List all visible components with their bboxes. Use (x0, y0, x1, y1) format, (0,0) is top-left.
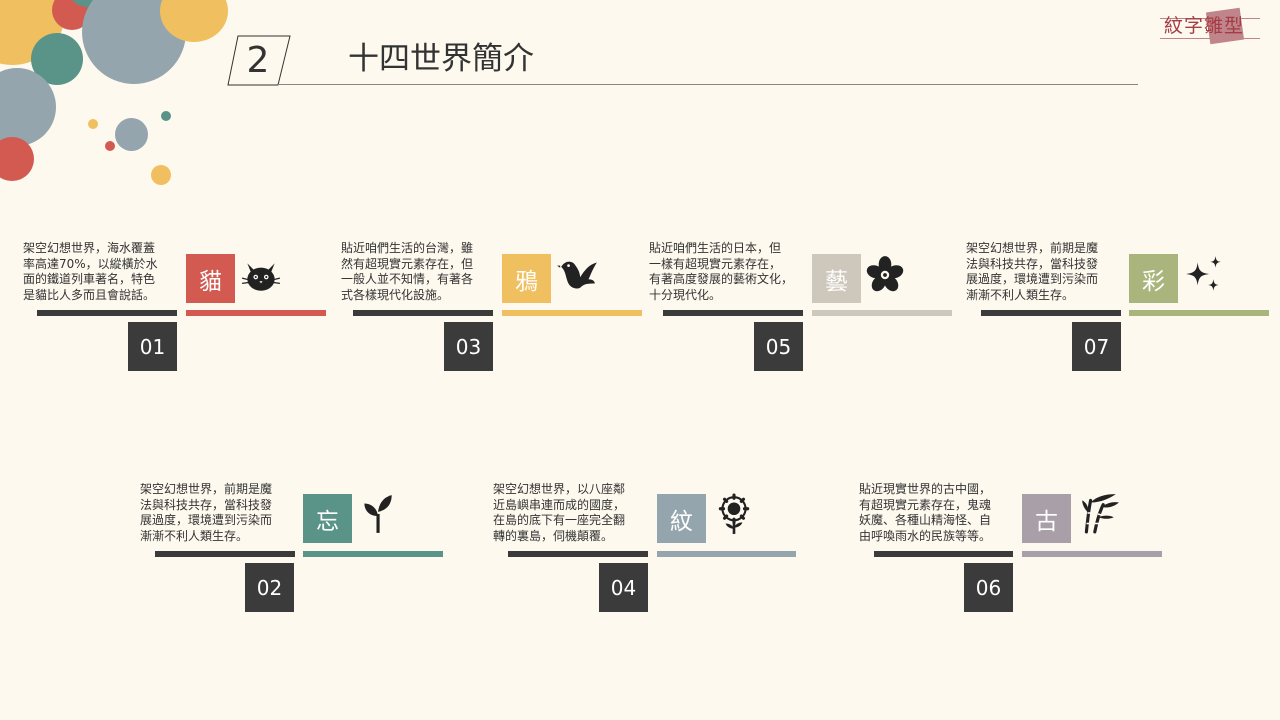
page-title: 十四世界簡介 (348, 41, 534, 77)
section-number-frame (227, 35, 291, 86)
world-char-tile: 鴉 (502, 254, 551, 303)
dark-bar (874, 551, 1013, 557)
dark-bar (353, 310, 493, 316)
world-char-tile: 紋 (657, 494, 706, 543)
dark-bar (155, 551, 295, 557)
item-description: 架空幻想世界，海水覆蓋率高達70%，以縱橫於水面的鐵道列車著名，特色是貓比人多而… (23, 241, 158, 302)
dark-bar (663, 310, 803, 316)
item-number: 07 (1072, 322, 1121, 371)
item-description: 貼近現實世界的古中國，有超現實元素存在，鬼魂妖魔、各種山精海怪、自由呼喚雨水的民… (859, 482, 992, 543)
item-description: 架空幻想世界，前期是魔法與科技共存，當科技發展過度，環境遭到污染而漸漸不利人類生… (966, 241, 1099, 302)
item-description: 貼近咱們生活的日本，但一樣有超現實元素存在，有著高度發展的藝術文化，十分現代化。 (649, 241, 794, 302)
item-description: 架空幻想世界，前期是魔法與科技共存，當科技發展過度，環境遭到污染而漸漸不利人類生… (140, 482, 273, 543)
item-number: 06 (964, 563, 1013, 612)
dark-bar (981, 310, 1121, 316)
bird-icon (557, 261, 597, 289)
item-number: 02 (245, 563, 294, 612)
world-char-tile: 藝 (812, 254, 861, 303)
dark-bar (508, 551, 648, 557)
color-bar (1129, 310, 1269, 316)
section-number: 2 (246, 40, 270, 81)
color-bar (812, 310, 952, 316)
sprout-icon (364, 495, 392, 533)
item-description: 貼近咱們生活的台灣，雖然有超現實元素存在，但一般人並不知情，有著各式各樣現代化設… (341, 241, 474, 302)
world-char-tile: 彩 (1129, 254, 1178, 303)
item-description: 架空幻想世界，以八座鄰近島嶼串連而成的國度，在島的底下有一座完全翻轉的裏島，伺機… (493, 482, 626, 543)
logo-text: 紋字雛型 (1164, 15, 1245, 37)
logo: 紋字雛型 (1158, 7, 1262, 46)
sparkle-icon (1186, 256, 1221, 291)
color-bar (502, 310, 642, 316)
item-number: 03 (444, 322, 493, 371)
world-char-tile: 古 (1022, 494, 1071, 543)
world-char-tile: 貓 (186, 254, 235, 303)
world-char-tile: 忘 (303, 494, 352, 543)
color-bar (1022, 551, 1162, 557)
title-underline (278, 84, 1138, 85)
item-number: 01 (128, 322, 177, 371)
color-bar (186, 310, 326, 316)
item-number: 05 (754, 322, 803, 371)
sunflower-icon (718, 493, 750, 534)
dark-bar (37, 310, 177, 316)
bamboo-icon (1082, 494, 1119, 534)
sakura-icon (866, 256, 904, 292)
item-number: 04 (599, 563, 648, 612)
color-bar (657, 551, 796, 557)
color-bar (303, 551, 443, 557)
cat-icon (241, 263, 281, 291)
